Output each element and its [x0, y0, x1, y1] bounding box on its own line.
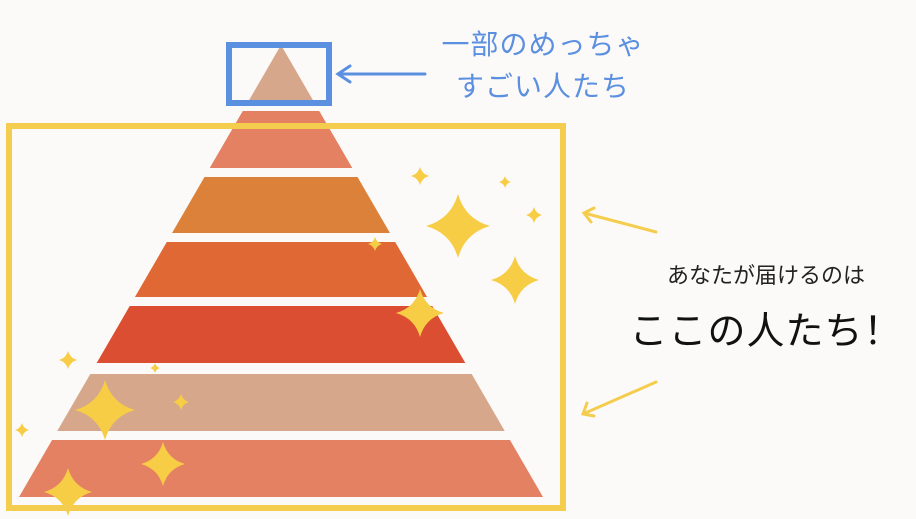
lower-tiers-highlight-box: [6, 123, 566, 511]
sparkle-icon: [396, 289, 444, 337]
side-callout-line1: あなたが届けるのは: [666, 264, 865, 289]
top-tier-highlight-box: [226, 42, 332, 106]
pyramid-tier-3: [172, 177, 390, 233]
sparkle-icon: [44, 468, 92, 516]
sparkle-icon: [426, 194, 490, 258]
pyramid-tiers: [19, 45, 543, 497]
sparkle-icon: [491, 256, 539, 304]
sparkle-icon: [411, 167, 429, 185]
pyramid-tier-1: [247, 45, 315, 103]
sparkle-icon: [150, 363, 160, 373]
sparkle-icon: [173, 394, 189, 410]
sparkle-icon: [59, 351, 77, 369]
pyramid-tier-6: [57, 374, 505, 431]
sparkle-icon: [526, 207, 542, 223]
side-callout-arrow-lower: [580, 380, 658, 418]
top-callout-line2: すごい人たち: [455, 70, 630, 103]
sparkle-icon: [75, 380, 135, 440]
sparkle-icon: [368, 237, 382, 251]
pyramid-tier-7: [19, 440, 543, 497]
sparkle-icon: [499, 176, 511, 188]
side-callout-line2: ここの人たち！: [629, 309, 903, 353]
top-callout-arrow: [335, 64, 427, 84]
top-callout-line1: 一部のめっちゃ: [441, 28, 645, 61]
side-callout-arrow-upper: [581, 206, 658, 234]
pyramid-tier-5: [96, 306, 466, 363]
sparkle-icon: [15, 423, 29, 437]
sparkle-icon: [141, 442, 185, 486]
sparkles: [15, 167, 542, 516]
pyramid-tier-2: [209, 111, 353, 168]
top-callout-text: 一部のめっちゃ すごい人たち: [408, 24, 678, 108]
pyramid-tier-4: [134, 242, 428, 297]
